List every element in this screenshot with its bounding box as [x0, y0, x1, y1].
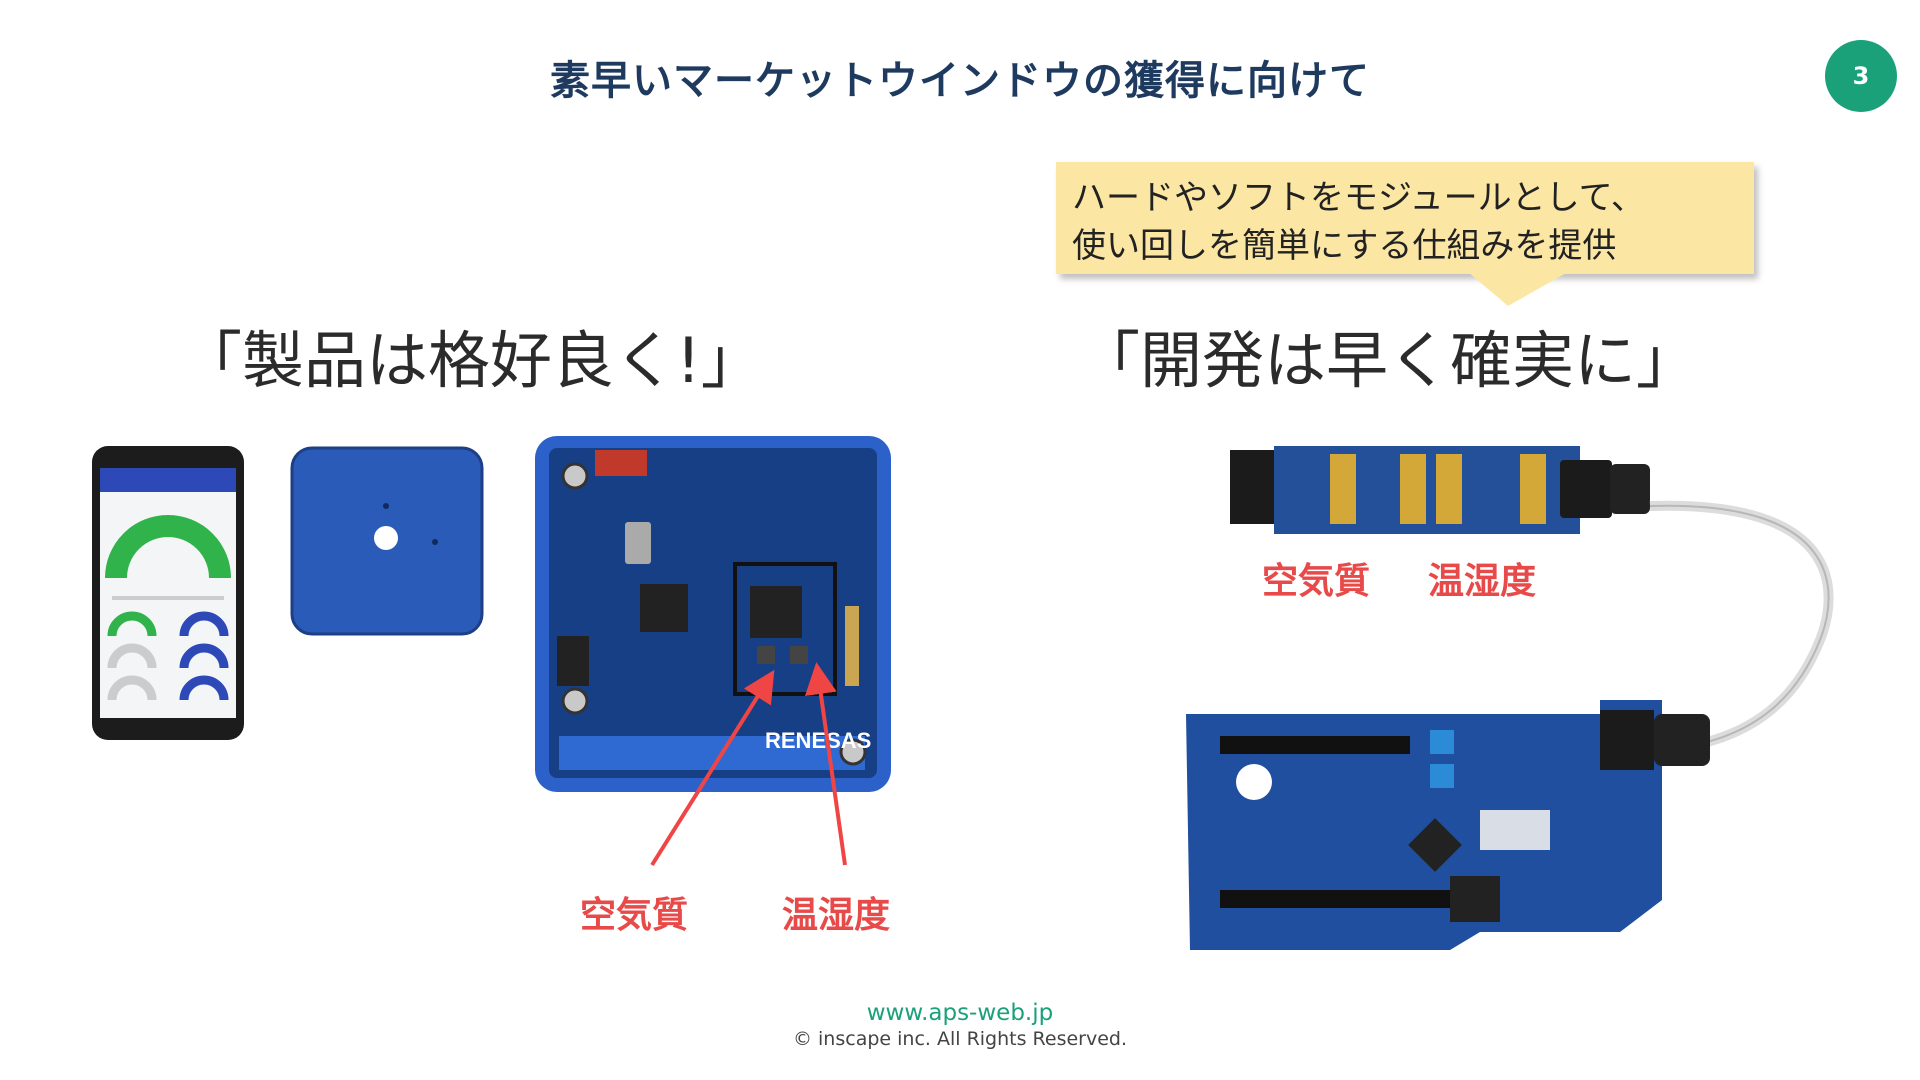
- right-label-temp-humidity: 温湿度: [1428, 561, 1537, 602]
- left-arrows: [650, 662, 847, 867]
- left-label-temp-humidity: 温湿度: [782, 895, 891, 936]
- dev-board-image: [1186, 700, 1710, 950]
- right-heading: 「開発は早く確実に」: [1078, 324, 1699, 397]
- cable-image: [1649, 500, 1834, 755]
- sensor-board-image: RENESAS: [535, 436, 891, 792]
- footer-copyright: © inscape inc. All Rights Reserved.: [792, 1028, 1128, 1050]
- page-number-badge: 3: [1825, 40, 1897, 112]
- left-heading: 「製品は格好良く!」: [180, 324, 763, 397]
- slide-title: 素早いマーケットウインドウの獲得に向けて: [550, 58, 1370, 104]
- callout-line-1: ハードやソフトをモジュールとして、: [1072, 178, 1645, 218]
- blue-cover-image: [290, 446, 484, 636]
- callout-tail: [1468, 272, 1568, 306]
- smartphone-image: [92, 446, 244, 740]
- left-label-air-quality: 空気質: [580, 895, 689, 936]
- callout-line-2: 使い回しを簡単にする仕組みを提供: [1072, 226, 1617, 266]
- renesas-logo: RENESAS: [765, 728, 871, 753]
- footer-url[interactable]: www.aps-web.jp: [866, 1000, 1054, 1026]
- sensor-module-image: [1230, 446, 1650, 534]
- callout-box: ハードやソフトをモジュールとして、 使い回しを簡単にする仕組みを提供: [1056, 162, 1754, 274]
- right-label-air-quality: 空気質: [1262, 561, 1371, 602]
